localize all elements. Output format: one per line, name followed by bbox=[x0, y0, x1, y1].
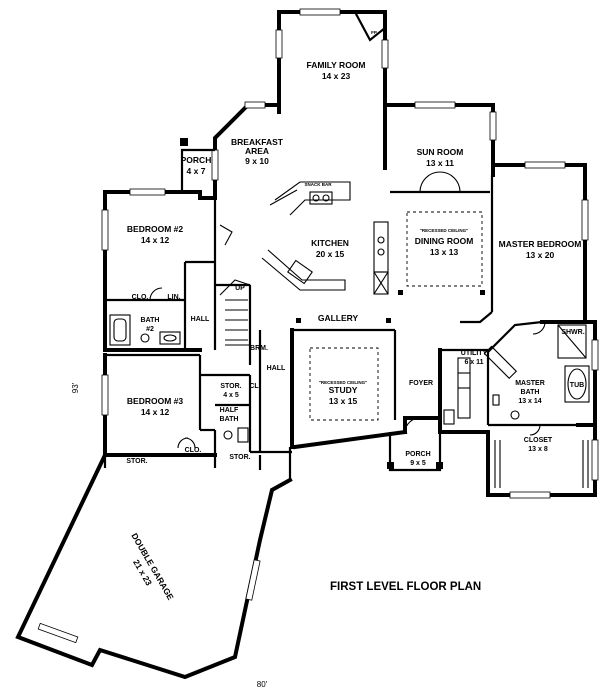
closet-big-label: CLOSET bbox=[524, 437, 553, 444]
bedroom2-label: BEDROOM #2 bbox=[127, 224, 183, 234]
shower-label: SHWR. bbox=[561, 329, 584, 336]
exterior-walls bbox=[15, 10, 597, 680]
sun-room-label: SUN ROOM bbox=[417, 147, 464, 157]
utility-label: UTILITY bbox=[461, 350, 488, 357]
closet-label: CLO. bbox=[132, 294, 149, 301]
overall-width: 80' bbox=[257, 680, 268, 689]
tub-label: TUB bbox=[570, 382, 584, 389]
master-bedroom-size: 13 x 20 bbox=[526, 250, 555, 260]
bedroom3-label: BEDROOM #3 bbox=[127, 396, 183, 406]
master-bath-label-2: BATH bbox=[521, 389, 540, 396]
utility-size: 6 x 11 bbox=[464, 359, 483, 366]
snack-bar-label: SNACK BAR bbox=[305, 182, 333, 187]
dining-label: DINING ROOM bbox=[415, 236, 474, 246]
study-label: STUDY bbox=[329, 385, 358, 395]
hall-label-2: HALL bbox=[267, 365, 286, 372]
study-ceiling-note: "RECESSED CEILING" bbox=[319, 380, 368, 385]
half-bath-label-2: BATH bbox=[220, 416, 239, 423]
stor-stair-size: 4 x 5 bbox=[223, 392, 239, 399]
small-closet-label: CL. bbox=[249, 383, 260, 390]
overall-depth: 93' bbox=[71, 382, 80, 393]
breakfast-label-2: AREA bbox=[245, 146, 269, 156]
master-bedroom-label: MASTER BEDROOM bbox=[499, 239, 582, 249]
family-room-size: 14 x 23 bbox=[322, 71, 351, 81]
recessed-ceilings bbox=[309, 211, 483, 421]
bath2-size: #2 bbox=[146, 326, 154, 333]
breakfast-size: 9 x 10 bbox=[245, 156, 269, 166]
room-labels: FAMILY ROOM 14 x 23 BREAKFAST AREA 9 x 1… bbox=[126, 30, 584, 602]
rear-porch-size: 4 x 7 bbox=[187, 166, 206, 176]
bath2-label: BATH bbox=[141, 317, 160, 324]
fixtures bbox=[109, 181, 590, 488]
master-bath-label: MASTER bbox=[515, 380, 545, 387]
front-porch-label: PORCH bbox=[405, 451, 430, 458]
hall-label-1: HALL bbox=[191, 316, 210, 323]
fireplace-label: FP bbox=[371, 30, 377, 35]
front-porch-size: 9 x 5 bbox=[410, 460, 426, 467]
kitchen-size: 20 x 15 bbox=[316, 249, 345, 259]
linen-label: LIN. bbox=[167, 294, 180, 301]
closet-big-size: 13 x 8 bbox=[528, 446, 548, 453]
closet2-label: CLO. bbox=[185, 447, 202, 454]
stor-left-label: STOR. bbox=[126, 458, 147, 465]
dining-size: 13 x 13 bbox=[430, 247, 459, 257]
doors bbox=[149, 171, 546, 449]
half-bath-label: HALF bbox=[220, 407, 239, 414]
master-bath-size: 13 x 14 bbox=[518, 398, 541, 405]
breakfast-label: BREAKFAST bbox=[231, 137, 284, 147]
plan-title: FIRST LEVEL FLOOR PLAN bbox=[330, 581, 481, 593]
rear-porch-label: PORCH bbox=[181, 155, 212, 165]
bedroom2-size: 14 x 12 bbox=[141, 235, 170, 245]
stor-mid-label: STOR. bbox=[229, 454, 250, 461]
broom-label: BRM. bbox=[250, 345, 268, 352]
porches bbox=[180, 138, 443, 472]
dining-ceiling-note: "RECESSED CEILING" bbox=[420, 228, 469, 233]
sun-room-size: 13 x 11 bbox=[426, 158, 454, 168]
bedroom3-size: 14 x 12 bbox=[141, 407, 170, 417]
stor-stair-label: STOR. bbox=[220, 383, 241, 390]
foyer-label: FOYER bbox=[409, 380, 433, 387]
stair-up-label: UP bbox=[235, 285, 245, 292]
windows bbox=[37, 8, 599, 644]
kitchen-label: KITCHEN bbox=[311, 238, 349, 248]
study-size: 13 x 15 bbox=[329, 396, 358, 406]
gallery-label: GALLERY bbox=[318, 313, 359, 323]
family-room-label: FAMILY ROOM bbox=[306, 60, 365, 70]
